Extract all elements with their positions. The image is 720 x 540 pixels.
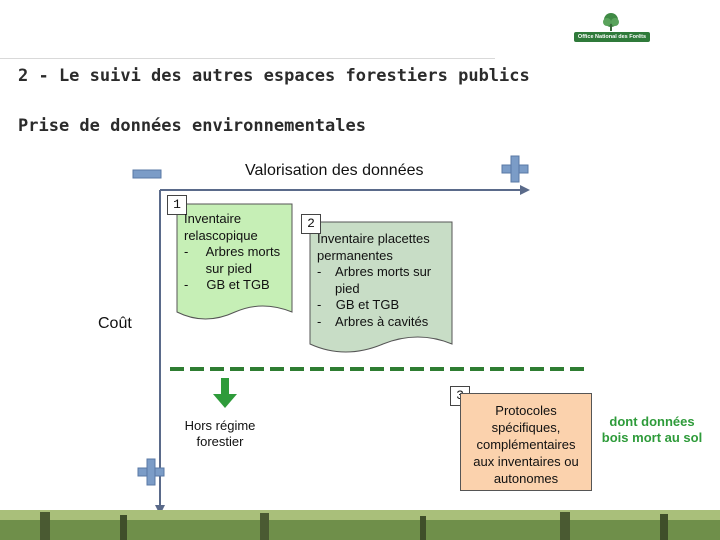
box3-line: aux inventaires ou xyxy=(473,454,579,469)
plus-icon xyxy=(501,155,529,183)
box3: Protocoles spécifiques, complémentaires … xyxy=(460,393,592,491)
axes xyxy=(155,185,530,515)
box3-line: spécifiques, xyxy=(491,420,561,435)
hors-regime-line: Hors régime xyxy=(184,418,256,433)
title-rule xyxy=(0,34,495,59)
hors-regime-line: forestier xyxy=(196,434,244,449)
down-arrow-icon xyxy=(213,378,237,408)
hors-regime-label: Hors régime forestier xyxy=(172,418,268,450)
forest-photo-strip xyxy=(0,510,720,540)
tree-icon xyxy=(603,13,619,31)
onf-logo: Office National des Forêts xyxy=(570,12,652,48)
box3-line: autonomes xyxy=(493,471,559,486)
box2-number: 2 xyxy=(301,214,321,234)
box1-line: relascopique xyxy=(184,227,258,243)
box2-line: pied xyxy=(317,280,360,296)
page-title: 2 - Le suivi des autres espaces forestie… xyxy=(18,66,530,86)
x-axis-label: Valorisation des données xyxy=(245,162,424,179)
box1-line: - GB et TGB xyxy=(184,277,270,292)
dashed-separator xyxy=(170,367,590,371)
dead-wood-note-line: dont données xyxy=(609,414,695,429)
dead-wood-note: dont données bois mort au sol xyxy=(596,414,708,446)
box1-line: - Arbres morts xyxy=(184,244,281,259)
page-subtitle: Prise de données environnementales xyxy=(18,116,366,136)
box1-shape xyxy=(176,203,293,320)
box2-shape xyxy=(309,221,453,353)
box2-line: - Arbres à cavités xyxy=(317,313,429,329)
box1-line: Inventaire xyxy=(184,211,242,226)
box2-line: - GB et TGB xyxy=(317,297,400,312)
x-axis-arrowhead xyxy=(520,185,530,195)
box3-line: complémentaires xyxy=(476,437,576,452)
minus-icon xyxy=(132,169,162,179)
box2-line: permanentes xyxy=(317,247,393,263)
logo-text: Office National des Forêts xyxy=(574,32,650,42)
plus-icon xyxy=(137,458,165,486)
box1-text: Inventaire relascopique - Arbres morts s… xyxy=(184,211,292,294)
box2-line: Inventaire placettes xyxy=(317,231,430,246)
box2-line: - Arbres morts sur xyxy=(317,264,432,279)
box3-line: Protocoles xyxy=(495,403,557,418)
box2-text: Inventaire placettes permanentes - Arbre… xyxy=(317,231,452,330)
box1-line: sur pied xyxy=(184,260,252,276)
box1-number: 1 xyxy=(167,195,187,215)
header-band xyxy=(0,0,720,56)
y-axis-label: Coût xyxy=(98,315,132,332)
dead-wood-note-line: bois mort au sol xyxy=(601,430,703,445)
